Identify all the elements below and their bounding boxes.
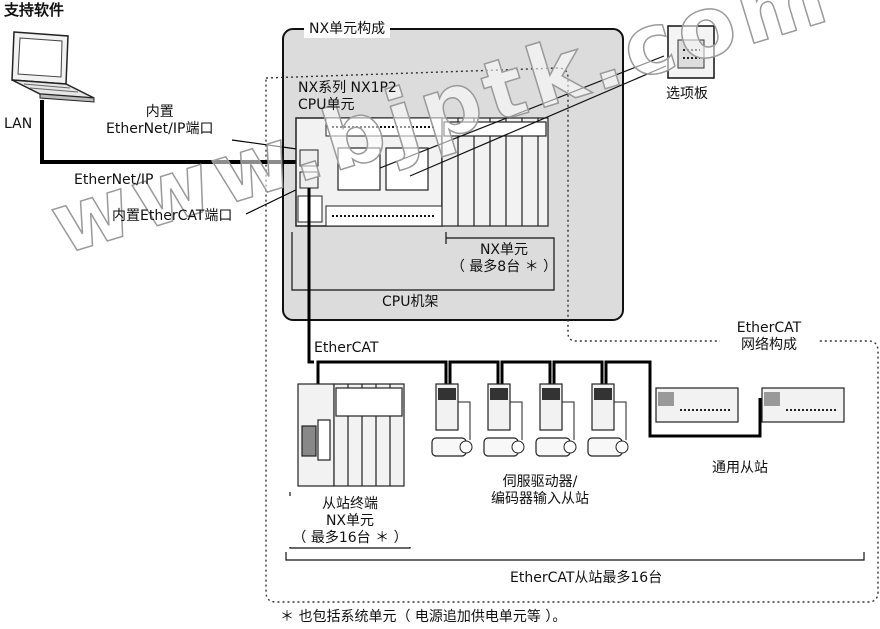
ethercat-label: EtherCAT xyxy=(314,340,379,356)
lan-label: LAN xyxy=(4,116,33,132)
ethercat-cable xyxy=(307,188,314,364)
general-slave-2 xyxy=(761,387,845,423)
ethercat-network-config-label: EtherCAT 网络构成 xyxy=(720,320,818,354)
laptop-icon xyxy=(11,31,95,103)
option-board-icon xyxy=(667,25,715,79)
builtin-ethercat-port-label: 内置EtherCAT端口 xyxy=(112,208,233,224)
ethernet-ip-label: EtherNet/IP xyxy=(74,172,154,188)
general-slave-1 xyxy=(655,387,739,423)
general-slave-label: 通用从站 xyxy=(712,460,768,476)
servo-drive-2 xyxy=(483,383,525,457)
slave-terminal-label: 从站终端 NX单元 （ 最多16台 ＊ ） xyxy=(284,496,416,547)
ethercat-network-boundary xyxy=(265,67,879,603)
servo-drive-3 xyxy=(535,383,577,457)
cpu-unit xyxy=(295,117,443,227)
ethernet-cable xyxy=(40,100,306,164)
servo-drive-4 xyxy=(587,383,629,457)
ethercat-max-slaves-label: EtherCAT从站最多16台 xyxy=(510,570,663,586)
cpu-model-label: NX系列 NX1P2 CPU单元 xyxy=(298,80,397,113)
footnote: ＊ 也包括系统单元（ 电源追加供电单元等 ）。 xyxy=(280,609,567,625)
nx-unit-config-title: NX单元构成 xyxy=(304,21,391,38)
servo-drive-1 xyxy=(431,383,473,457)
servo-encoder-label: 伺服驱动器/ 编码器输入从站 xyxy=(491,474,589,507)
support-software-label: 支持软件 xyxy=(4,1,65,19)
cpu-rack-label: CPU机架 xyxy=(382,294,439,310)
option-board-label: 选项板 xyxy=(666,86,708,102)
slave-terminal xyxy=(297,383,405,487)
builtin-ethernet-port-label: 内置 EtherNet/IP端口 xyxy=(106,104,214,137)
nx-units-label: NX单元 （ 最多8台 ＊ ） xyxy=(450,242,558,275)
